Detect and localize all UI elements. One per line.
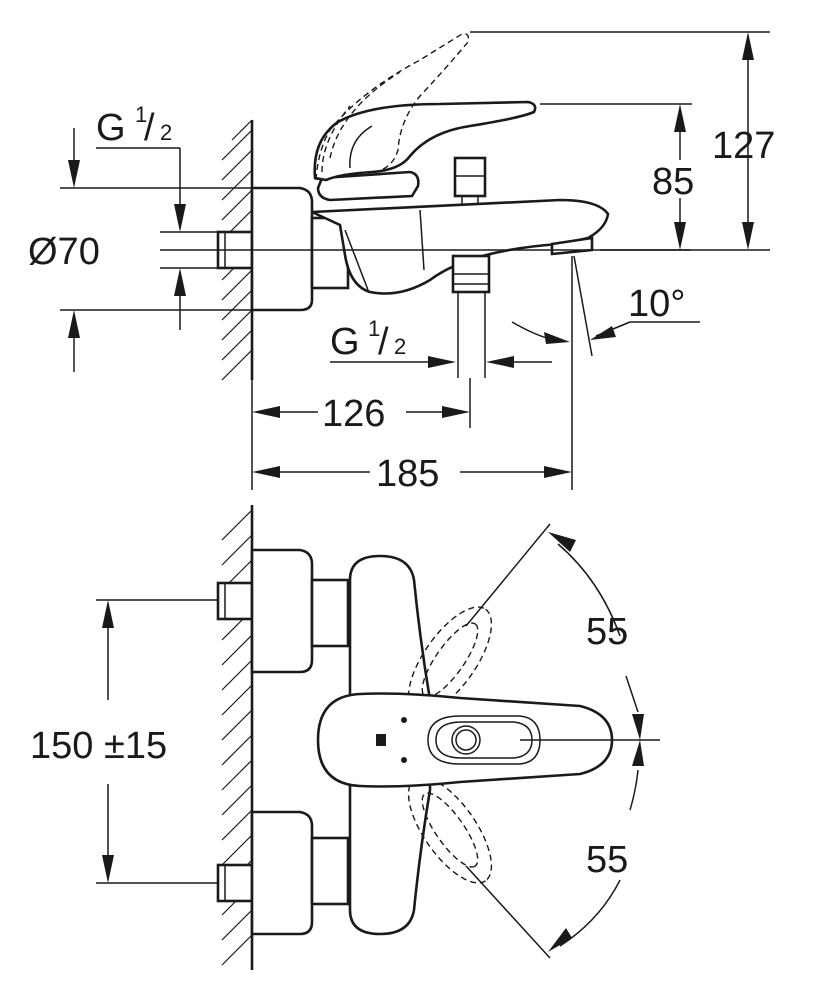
handle-cap-icon [451, 725, 481, 755]
escutcheon-side [250, 186, 314, 312]
height-85-label: 85 [652, 161, 694, 203]
wall-connector-upper [216, 581, 254, 621]
thread-label-bottom-den: 2 [394, 334, 406, 359]
wall-connector-lower [216, 863, 254, 903]
front-view: 150 ±15 55 55 [30, 505, 660, 970]
thread-label-top-num: 1 [135, 102, 147, 127]
thread-label-top-den: 2 [160, 120, 172, 145]
spacing-label: 150 ±15 [30, 725, 167, 767]
escutcheon-lower [250, 810, 314, 936]
angle-upper-label: 55 [586, 611, 628, 653]
escutcheon-upper [250, 548, 314, 674]
thread-label-bottom-num: 1 [368, 316, 380, 341]
diverter-knob [453, 156, 487, 198]
thread-label-top-g: G [96, 107, 126, 149]
side-view: G 1 / 2 Ø70 127 85 [28, 31, 775, 495]
thread-label-bottom-slash: / [378, 321, 389, 363]
height-127-label: 127 [712, 125, 775, 167]
angle-label: 10° [628, 283, 685, 325]
lever-handle-raised [315, 32, 470, 181]
thread-label-bottom-g: G [330, 321, 360, 363]
diameter-label: Ø70 [28, 231, 100, 273]
thread-label-top-slash: / [144, 107, 155, 149]
lever-handle-side [313, 100, 537, 182]
width-126-label: 126 [322, 393, 385, 435]
angle-lower-label: 55 [586, 839, 628, 881]
width-185-label: 185 [376, 453, 439, 495]
